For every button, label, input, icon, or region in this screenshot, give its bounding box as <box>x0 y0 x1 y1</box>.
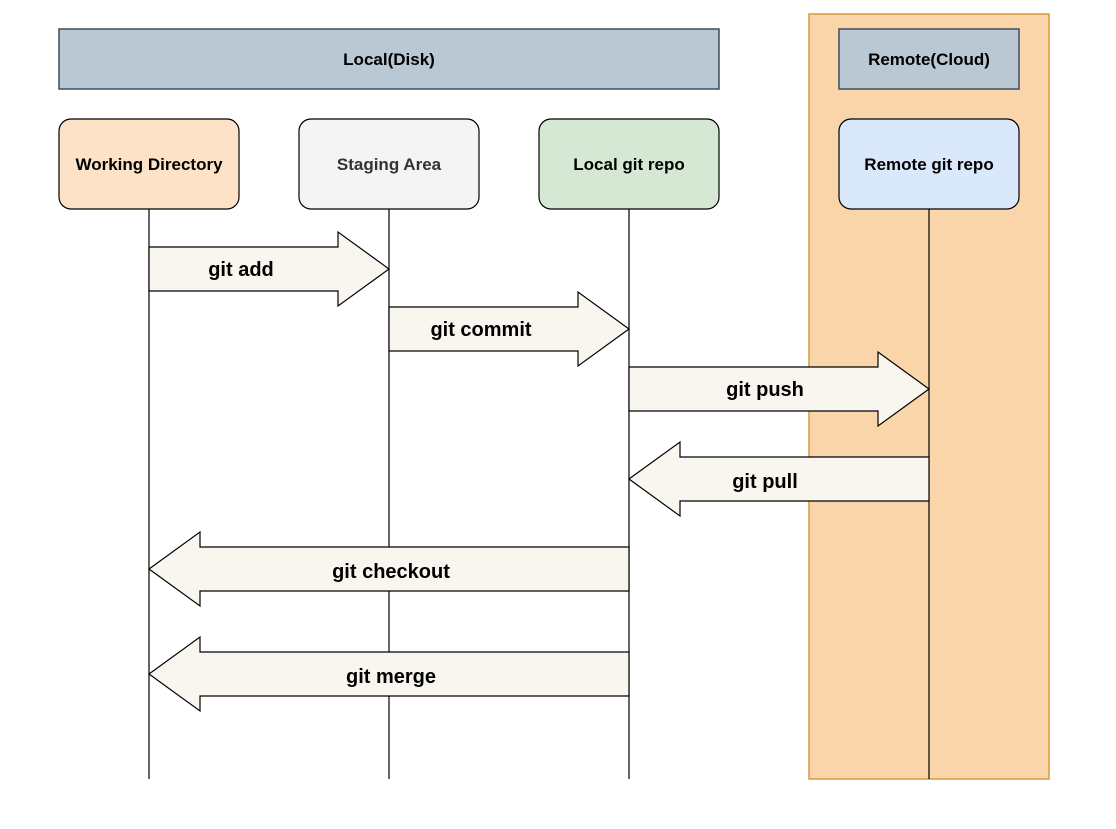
staging-area-node: Staging Area <box>298 118 480 210</box>
git-push-arrow-shape <box>628 350 931 428</box>
remote-header: Remote(Cloud) <box>838 28 1020 90</box>
local-header-label: Local(Disk) <box>343 50 435 69</box>
git-pull-label: git pull <box>732 471 798 493</box>
remote-header-label: Remote(Cloud) <box>868 50 990 69</box>
git-pull-arrow: git pull <box>627 440 930 518</box>
working-directory-label: Working Directory <box>75 155 223 174</box>
git-checkout-label: git checkout <box>332 561 450 583</box>
git-push-arrow: git push <box>628 350 931 428</box>
working-directory-box <box>58 118 240 210</box>
git-merge-label: git merge <box>346 666 436 688</box>
working-directory-node: Working Directory <box>58 118 240 210</box>
local-header-box <box>58 28 720 90</box>
git-commit-label: git commit <box>430 319 531 341</box>
git-commit-arrow: git commit <box>388 290 631 368</box>
local-repo-label: Local git repo <box>573 155 684 174</box>
git-add-arrow: git add <box>148 230 391 308</box>
git-add-label: git add <box>208 259 274 281</box>
remote-repo-box <box>838 118 1020 210</box>
git-add-arrow-shape <box>148 230 391 308</box>
git-pull-arrow-shape <box>627 440 930 518</box>
git-merge-arrow-shape <box>147 635 630 713</box>
local-repo-box <box>538 118 720 210</box>
local-repo-node: Local git repo <box>538 118 720 210</box>
remote-header-box <box>838 28 1020 90</box>
staging-area-box <box>298 118 480 210</box>
staging-area-label: Staging Area <box>337 155 442 174</box>
git-merge-arrow: git merge <box>147 635 630 713</box>
git-checkout-arrow: git checkout <box>147 530 630 608</box>
git-checkout-arrow-shape <box>147 530 630 608</box>
remote-repo-label: Remote git repo <box>864 155 993 174</box>
git-push-label: git push <box>726 379 804 401</box>
local-header: Local(Disk) <box>58 28 720 90</box>
git-commit-arrow-shape <box>388 290 631 368</box>
remote-repo-node: Remote git repo <box>838 118 1020 210</box>
